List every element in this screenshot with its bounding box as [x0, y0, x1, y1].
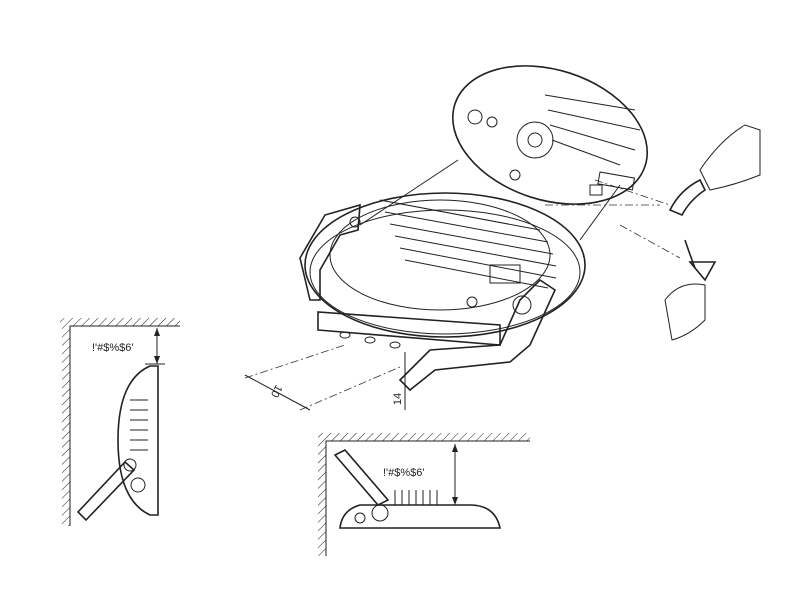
- wrench-icon: [668, 178, 707, 217]
- hex-key-icon: [688, 261, 717, 282]
- ceiling-mount-view: [318, 433, 530, 556]
- hand-top: [699, 124, 761, 191]
- tools: [664, 124, 761, 341]
- mount-bracket: [76, 460, 136, 522]
- bolt: [597, 171, 636, 191]
- wall-hatch-side: [62, 326, 70, 526]
- ceiling-clearance-label: !'#$%$6': [383, 467, 425, 479]
- dimension-lines: [244, 179, 681, 411]
- wall-hatch-top: [60, 318, 180, 326]
- lamp-side: [117, 365, 159, 516]
- adjustment-dial: [516, 121, 554, 159]
- main-fixture: [299, 192, 586, 392]
- lamp-ceiling: [339, 504, 501, 529]
- hand-bottom: [664, 283, 706, 341]
- wall-mount-view: [60, 318, 180, 526]
- right-bracket-arm: [398, 278, 557, 392]
- detail-callout: [359, 65, 649, 241]
- height-dimension: 14: [392, 392, 405, 406]
- left-bracket-arm: [299, 203, 361, 301]
- ceiling-bracket: [333, 449, 390, 506]
- mounting-plate: [317, 311, 501, 346]
- wall-clearance-label: !'#$%$6': [92, 342, 134, 354]
